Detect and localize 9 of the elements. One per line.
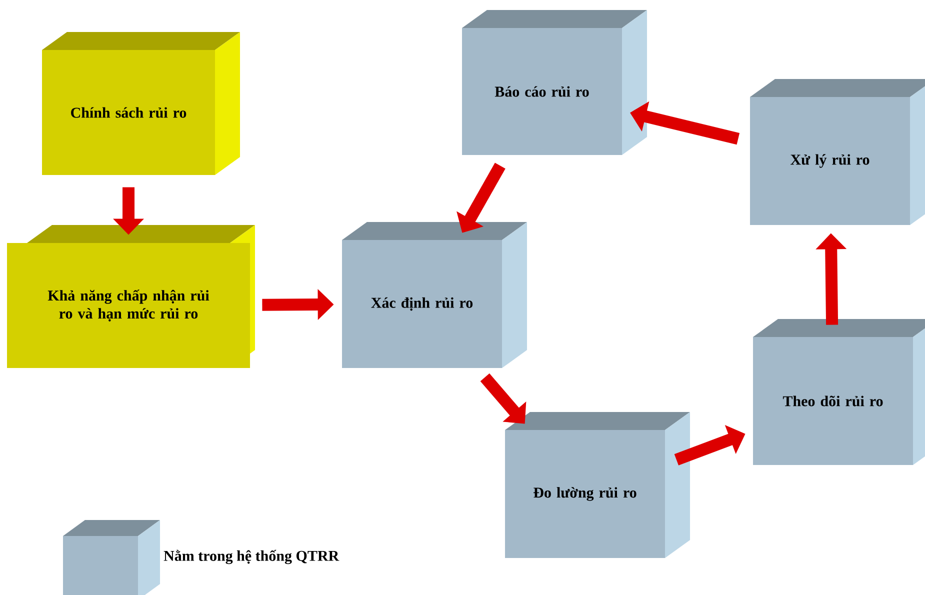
process-box: Theo dõi rủi ro (753, 319, 925, 465)
process-box: Xác định rủi ro (342, 222, 527, 368)
arrow (480, 373, 526, 424)
process-box: Đo lường rủi ro (505, 412, 690, 558)
process-box: Báo cáo rủi ro (462, 10, 647, 155)
process-box: Chính sách rủi ro (42, 32, 240, 175)
legend-text: Nằm trong hệ thống QTRR (164, 550, 340, 564)
process-box: Xử lý rủi ro (750, 79, 925, 225)
process-box: Khả năng chấp nhận rủi ro và hạn mức rủi ro (7, 225, 255, 368)
